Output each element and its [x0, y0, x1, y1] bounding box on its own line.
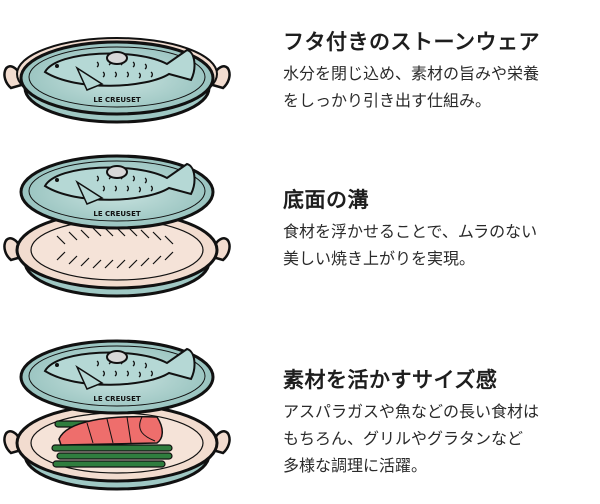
description-line: 水分を閉じ込め、素材の旨みや栄養: [283, 64, 540, 83]
feature-size: 素材を活かすサイズ感 アスパラガスや魚などの長い食材は もちろん、グリルやグラタ…: [283, 366, 593, 479]
feature-description: 水分を閉じ込め、素材の旨みや栄養 をしっかり引き出す仕組み。: [283, 60, 593, 114]
feature-description: 食材を浮かせることで、ムラのない 美しい焼き上がりを実現。: [283, 218, 593, 272]
grooved-base-illustration: LE CREUSET: [0, 150, 240, 310]
salmon: [58, 415, 163, 446]
size-illustration: LE CREUSET: [0, 335, 240, 500]
description-line: 美しい焼き上がりを実現。: [283, 249, 476, 268]
description-line: をしっかり引き出す仕組み。: [283, 91, 492, 110]
description-line: 食材を浮かせることで、ムラのない: [283, 222, 538, 241]
feature-covered-stoneware: フタ付きのストーンウェア 水分を閉じ込め、素材の旨みや栄養 をしっかり引き出す仕…: [283, 28, 593, 114]
brand-logo: LE CREUSET: [93, 210, 140, 218]
brand-logo: LE CREUSET: [93, 96, 140, 104]
feature-grooved-base: 底面の溝 食材を浮かせることで、ムラのない 美しい焼き上がりを実現。: [283, 186, 593, 272]
brand-logo: LE CREUSET: [93, 395, 140, 403]
description-line: 多様な調理に活躍。: [283, 456, 428, 475]
feature-description: アスパラガスや魚などの長い食材は もちろん、グリルやグラタンなど 多様な調理に活…: [283, 398, 593, 479]
feature-title: フタ付きのストーンウェア: [283, 30, 540, 54]
feature-title: 底面の溝: [283, 188, 369, 212]
description-line: アスパラガスや魚などの長い食材は: [283, 402, 540, 421]
covered-stoneware-illustration: LE CREUSET: [0, 20, 240, 130]
description-line: もちろん、グリルやグラタンなど: [283, 429, 524, 448]
feature-title: 素材を活かすサイズ感: [283, 368, 498, 392]
